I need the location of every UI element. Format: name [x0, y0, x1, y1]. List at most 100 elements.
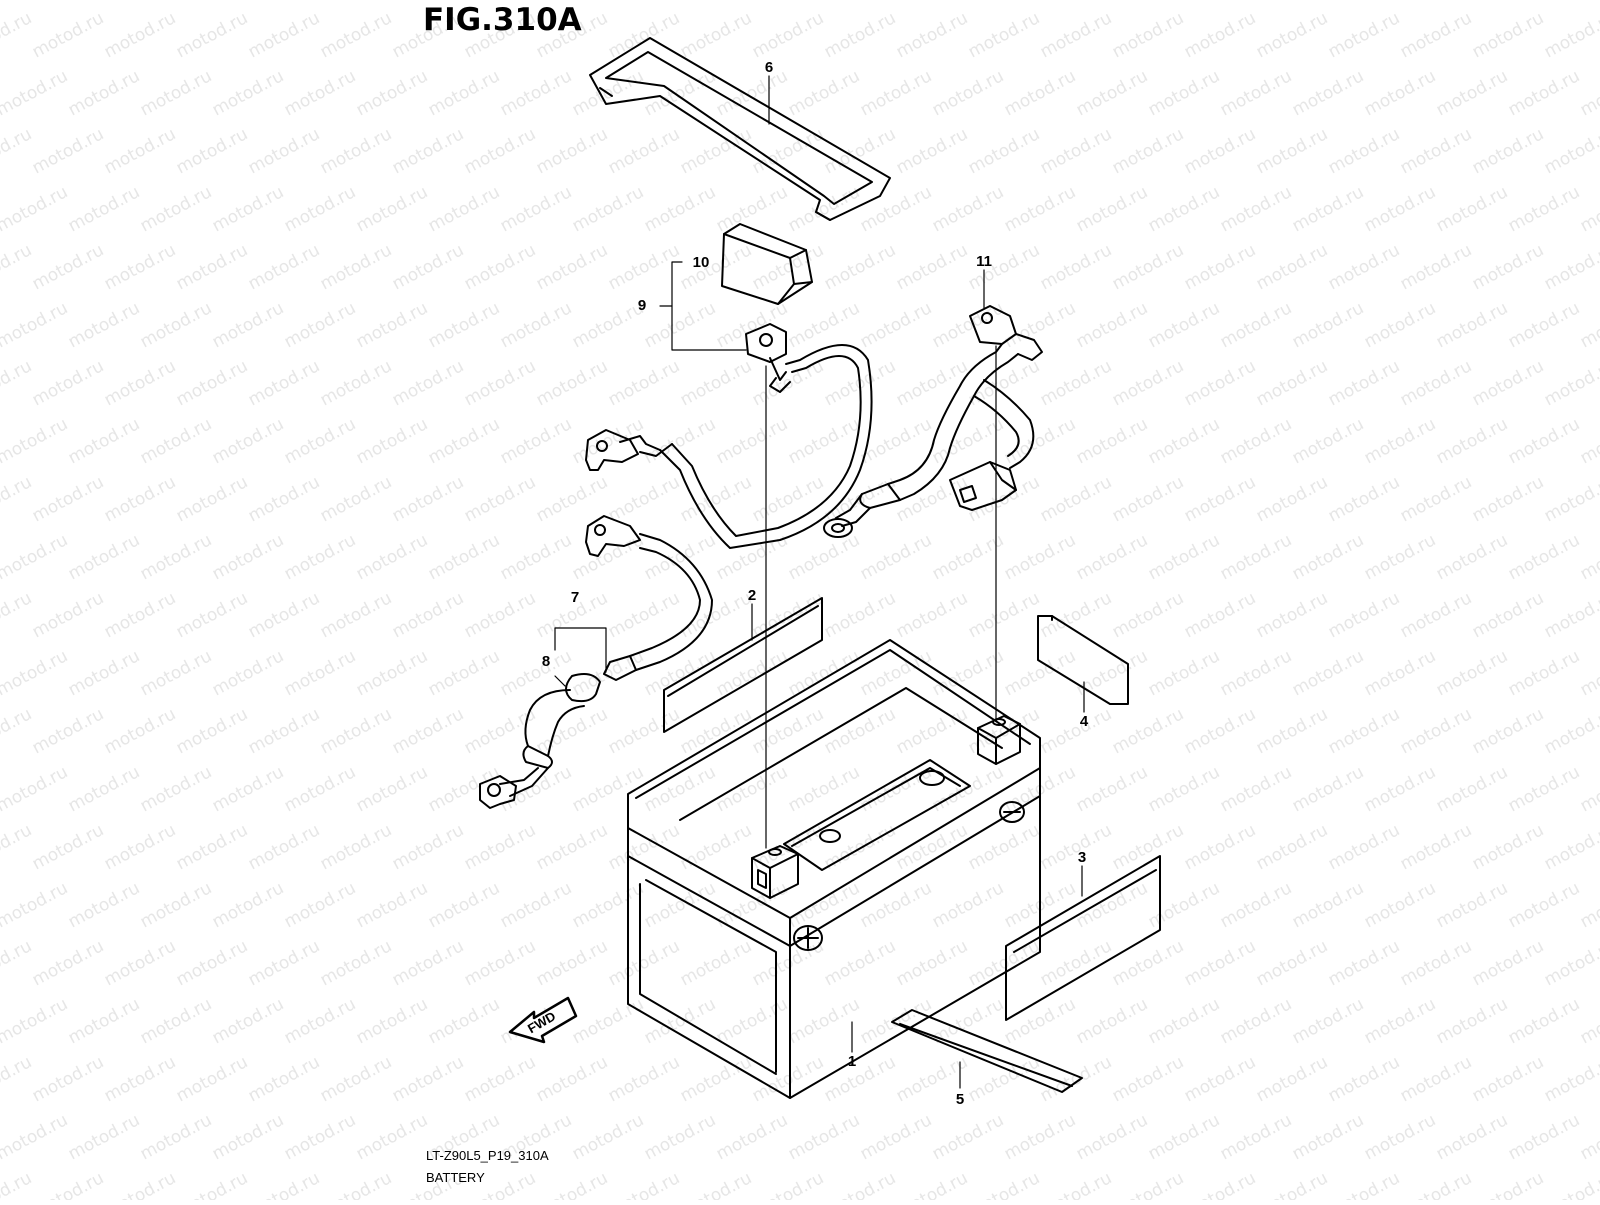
- watermark-text: motod.ru: [821, 588, 899, 642]
- watermark-text: motod.ru: [1109, 1052, 1187, 1106]
- watermark-text: motod.ru: [281, 0, 359, 4]
- watermark-text: motod.ru: [1541, 124, 1600, 178]
- watermark-text: motod.ru: [1109, 124, 1187, 178]
- watermark-text: motod.ru: [245, 124, 323, 178]
- watermark-text: motod.ru: [965, 124, 1043, 178]
- watermark-text: motod.ru: [1001, 530, 1079, 584]
- watermark-text: motod.ru: [1469, 356, 1547, 410]
- watermark-text: motod.ru: [29, 1168, 107, 1200]
- watermark-text: motod.ru: [497, 530, 575, 584]
- watermark-text: motod.ru: [1505, 878, 1583, 932]
- terminal-cover-part-10: [721, 223, 813, 305]
- watermark-text: motod.ru: [893, 240, 971, 294]
- watermark-text: motod.ru: [317, 240, 395, 294]
- watermark-text: motod.ru: [1109, 240, 1187, 294]
- watermark-text: motod.ru: [1433, 878, 1511, 932]
- watermark-text: motod.ru: [353, 182, 431, 236]
- watermark-text: motod.ru: [1505, 646, 1583, 700]
- watermark-text: motod.ru: [893, 704, 971, 758]
- negative-lead-part-11: [823, 305, 1043, 538]
- watermark-text: motod.ru: [1145, 646, 1223, 700]
- watermark-text: motod.ru: [857, 762, 935, 816]
- watermark-text: motod.ru: [1253, 124, 1331, 178]
- watermark-text: motod.ru: [1289, 298, 1367, 352]
- pad-part-5: [891, 1009, 1083, 1093]
- watermark-text: motod.ru: [281, 66, 359, 120]
- watermark-text: motod.ru: [281, 762, 359, 816]
- watermark-text: motod.ru: [1181, 356, 1259, 410]
- battery-part-1: [627, 639, 1041, 1099]
- watermark-text: motod.ru: [1109, 704, 1187, 758]
- watermark-text: motod.ru: [1037, 704, 1115, 758]
- watermark-text: motod.ru: [785, 762, 863, 816]
- watermark-text: motod.ru: [29, 820, 107, 874]
- watermark-text: motod.ru: [569, 994, 647, 1048]
- watermark-text: motod.ru: [785, 1110, 863, 1164]
- watermark-text: motod.ru: [1541, 1168, 1600, 1200]
- watermark-text: motod.ru: [1145, 182, 1223, 236]
- watermark-text: motod.ru: [1181, 588, 1259, 642]
- callout-7: 7: [571, 589, 579, 606]
- watermark-text: motod.ru: [677, 1052, 755, 1106]
- watermark-text: motod.ru: [1505, 762, 1583, 816]
- watermark-text: motod.ru: [893, 1168, 971, 1200]
- watermark-text: motod.ru: [1397, 356, 1475, 410]
- watermark-text: motod.ru: [281, 994, 359, 1048]
- positive-cable-part-9: [585, 323, 873, 549]
- watermark-text: motod.ru: [353, 878, 431, 932]
- watermark-text: motod.ru: [1145, 298, 1223, 352]
- watermark-text: motod.ru: [1217, 0, 1295, 4]
- watermark-text: motod.ru: [461, 704, 539, 758]
- watermark-text: motod.ru: [1289, 0, 1367, 4]
- watermark-text: motod.ru: [1577, 878, 1600, 932]
- watermark-text: motod.ru: [1073, 994, 1151, 1048]
- watermark-text: motod.ru: [461, 472, 539, 526]
- watermark-text: motod.ru: [29, 472, 107, 526]
- watermark-text: motod.ru: [1577, 994, 1600, 1048]
- watermark-text: motod.ru: [209, 66, 287, 120]
- watermark-text: motod.ru: [0, 1168, 35, 1200]
- watermark-text: motod.ru: [1001, 182, 1079, 236]
- watermark-text: motod.ru: [65, 182, 143, 236]
- watermark-text: motod.ru: [0, 704, 35, 758]
- watermark-text: motod.ru: [893, 820, 971, 874]
- assembly-lines: [765, 345, 997, 849]
- watermark-text: motod.ru: [1289, 182, 1367, 236]
- watermark-text: motod.ru: [857, 994, 935, 1048]
- watermark-text: motod.ru: [1361, 66, 1439, 120]
- watermark-text: motod.ru: [461, 356, 539, 410]
- watermark-text: motod.ru: [29, 1052, 107, 1106]
- watermark-text: motod.ru: [209, 878, 287, 932]
- watermark-text: motod.ru: [1469, 936, 1547, 990]
- watermark-text: motod.ru: [965, 820, 1043, 874]
- watermark-text: motod.ru: [389, 936, 467, 990]
- watermark-text: motod.ru: [173, 124, 251, 178]
- watermark-text: motod.ru: [1037, 240, 1115, 294]
- watermark-text: motod.ru: [353, 646, 431, 700]
- watermark-text: motod.ru: [353, 66, 431, 120]
- watermark-text: motod.ru: [785, 530, 863, 584]
- watermark-text: motod.ru: [677, 356, 755, 410]
- watermark-text: motod.ru: [1073, 66, 1151, 120]
- watermark-text: motod.ru: [1541, 820, 1600, 874]
- watermark-text: motod.ru: [893, 936, 971, 990]
- watermark-text: motod.ru: [29, 936, 107, 990]
- watermark-text: motod.ru: [821, 1052, 899, 1106]
- watermark-text: motod.ru: [0, 356, 35, 410]
- watermark-text: motod.ru: [1253, 8, 1331, 62]
- watermark-text: motod.ru: [65, 1110, 143, 1164]
- watermark-text: motod.ru: [713, 1110, 791, 1164]
- watermark-text: motod.ru: [29, 356, 107, 410]
- watermark-text: motod.ru: [137, 646, 215, 700]
- watermark-text: motod.ru: [1037, 8, 1115, 62]
- watermark-text: motod.ru: [497, 414, 575, 468]
- watermark-text: motod.ru: [1001, 646, 1079, 700]
- watermark-text: motod.ru: [569, 298, 647, 352]
- callout-1: 1: [848, 1053, 856, 1070]
- watermark-text: motod.ru: [677, 588, 755, 642]
- watermark-text: motod.ru: [785, 878, 863, 932]
- watermark-text: motod.ru: [137, 66, 215, 120]
- watermark-text: motod.ru: [641, 298, 719, 352]
- watermark-text: motod.ru: [461, 124, 539, 178]
- watermark-text: motod.ru: [893, 356, 971, 410]
